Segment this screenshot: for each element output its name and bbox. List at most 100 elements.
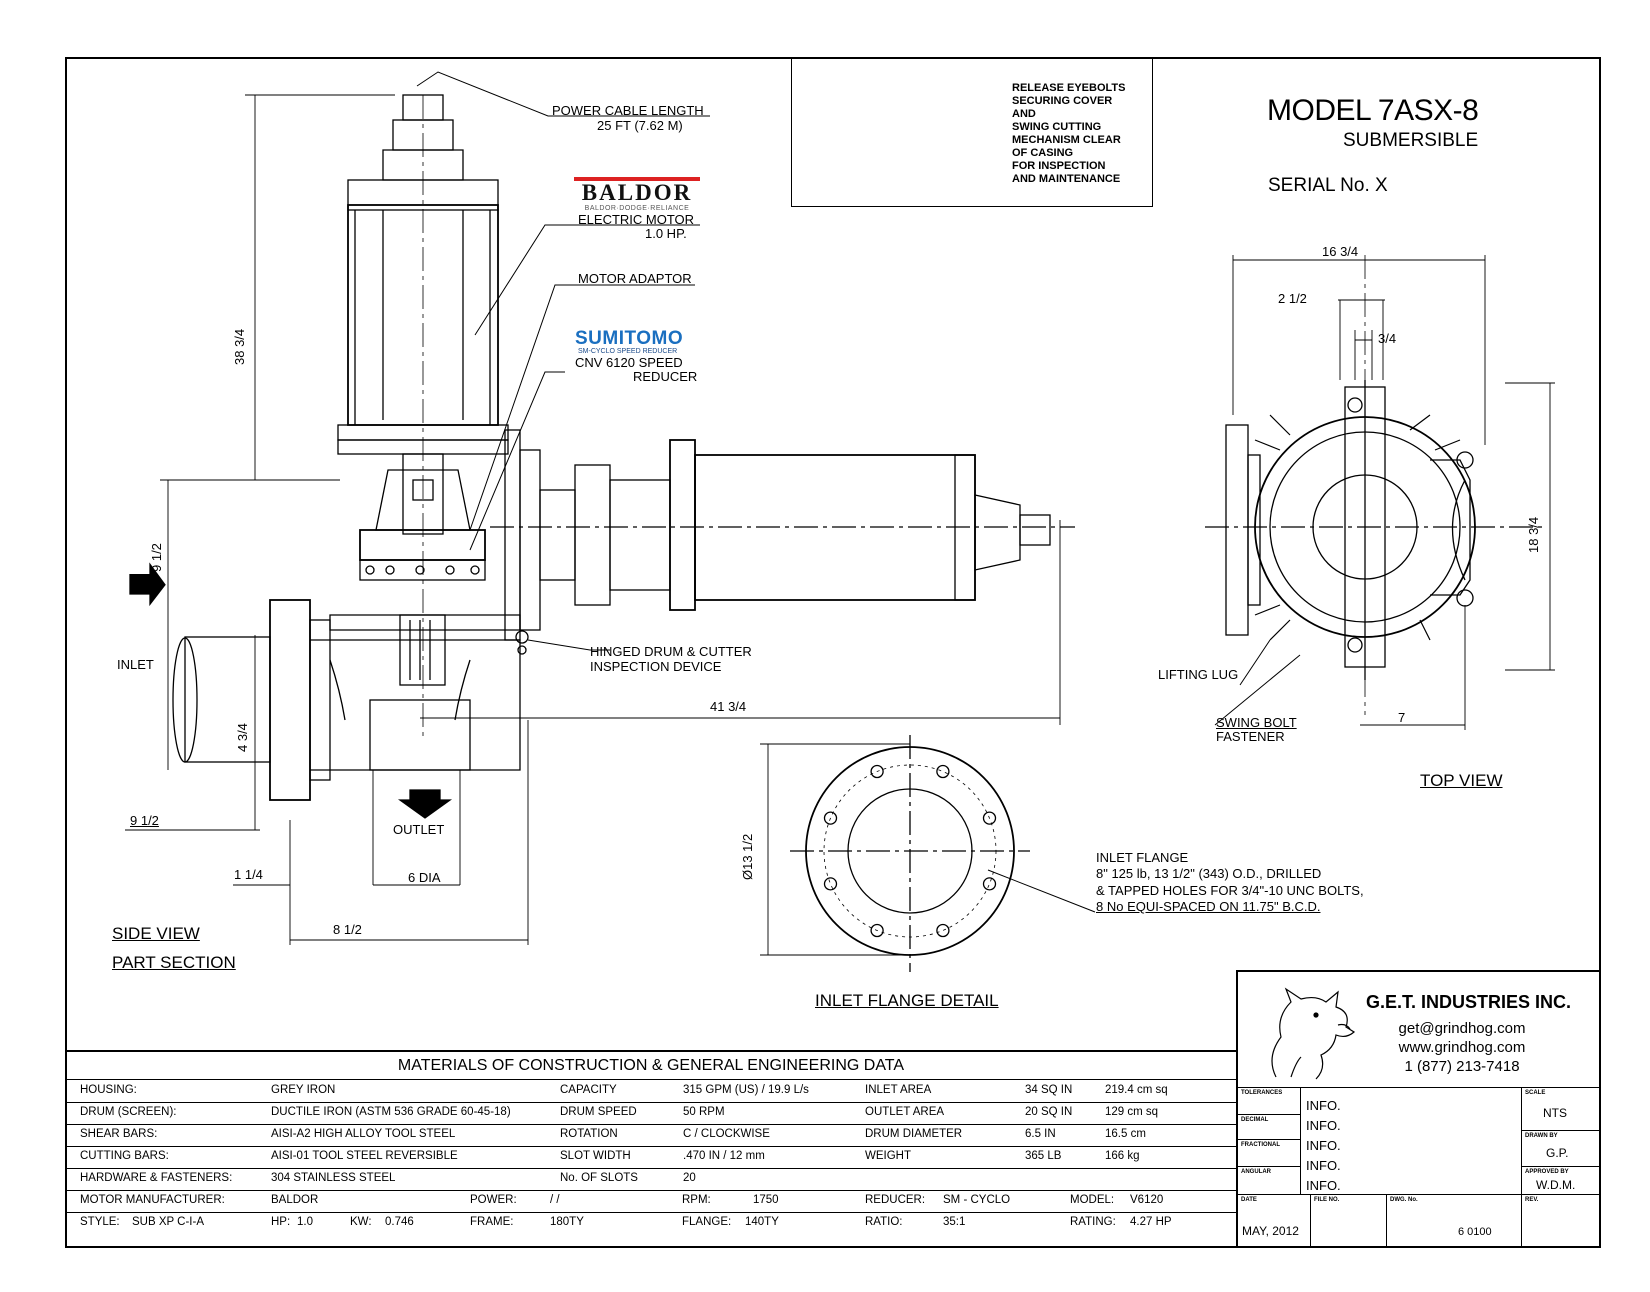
materials-cell: 6.5 IN bbox=[1025, 1128, 1056, 1140]
materials-title: MATERIALS OF CONSTRUCTION & GENERAL ENGI… bbox=[65, 1052, 1237, 1080]
tol-label-2: FRACTIONAL bbox=[1241, 1142, 1280, 1148]
outlet-label: OUTLET bbox=[393, 822, 445, 837]
hinged-drum-label-2: INSPECTION DEVICE bbox=[590, 659, 722, 674]
inspection-callout-box bbox=[791, 58, 1153, 207]
approved-label: APPROVED BY bbox=[1525, 1169, 1569, 1175]
flange-bolt-hole bbox=[936, 923, 950, 938]
part-section-title: PART SECTION bbox=[112, 953, 236, 972]
flange-bolt-hole bbox=[870, 764, 884, 779]
style-cell: STYLE: bbox=[80, 1216, 120, 1228]
motor-cell: POWER: bbox=[470, 1194, 517, 1206]
dim-height-total: 38 3/4 bbox=[232, 328, 247, 365]
materials-cell: HARDWARE & FASTENERS: bbox=[80, 1172, 233, 1184]
dim-height-low: 4 3/4 bbox=[235, 723, 250, 752]
flange-bolt-hole bbox=[823, 811, 838, 825]
model-subtitle: SUBMERSIBLE bbox=[1343, 130, 1479, 151]
motor-cell: MOTOR MANUFACTURER: bbox=[80, 1194, 225, 1206]
materials-cell: .470 IN / 12 mm bbox=[683, 1150, 765, 1162]
dim-top-b: 3/4 bbox=[1378, 331, 1397, 346]
sumitomo-tagline: SM-CYCLO SPEED REDUCER bbox=[578, 348, 678, 355]
materials-cell: INLET AREA bbox=[865, 1084, 932, 1096]
materials-cell: WEIGHT bbox=[865, 1150, 911, 1162]
materials-cell: No. OF SLOTS bbox=[560, 1172, 638, 1184]
dim-top-a: 2 1/2 bbox=[1278, 291, 1307, 306]
materials-cell: DRUM (SCREEN): bbox=[80, 1106, 177, 1118]
style-cell: 35:1 bbox=[943, 1216, 966, 1228]
company-phone: 1 (877) 213-7418 bbox=[1404, 1058, 1520, 1075]
materials-cell: AISI-A2 HIGH ALLOY TOOL STEEL bbox=[271, 1128, 456, 1140]
hinged-drum-label: HINGED DRUM & CUTTER bbox=[590, 644, 752, 659]
hog-logo-icon bbox=[1271, 987, 1356, 1080]
flange-bolt-hole bbox=[823, 877, 838, 891]
flange-bolt-hole bbox=[936, 764, 950, 779]
file-label: FILE NO. bbox=[1314, 1197, 1340, 1203]
fastener-label: FASTENER bbox=[1216, 729, 1285, 744]
materials-cell: CUTTING BARS: bbox=[80, 1150, 169, 1162]
power-cable-length: 25 FT (7.62 M) bbox=[597, 118, 683, 133]
dim-length: 41 3/4 bbox=[710, 699, 747, 714]
motor-cell: BALDOR bbox=[271, 1194, 319, 1206]
baldor-logo: BALDOR BALDOR·DODGE·RELIANCE bbox=[574, 177, 700, 212]
materials-cell: DRUM DIAMETER bbox=[865, 1128, 963, 1140]
materials-cell: 219.4 cm sq bbox=[1105, 1084, 1168, 1096]
tol-label-1: DECIMAL bbox=[1241, 1117, 1269, 1123]
swing-bolt-label: SWING BOLT bbox=[1216, 715, 1297, 730]
side-view-drawing bbox=[129, 94, 1075, 819]
motor-cell: REDUCER: bbox=[865, 1194, 926, 1206]
dim-flange-diameter: ø13 1/2 bbox=[740, 833, 755, 880]
style-cell: FRAME: bbox=[470, 1216, 514, 1228]
top-view-drawing bbox=[1205, 255, 1555, 730]
inlet-flange-drawing bbox=[760, 735, 1030, 972]
materials-cell: GREY IRON bbox=[271, 1084, 336, 1096]
top-view-title: TOP VIEW bbox=[1420, 771, 1503, 790]
dwg-label: DWG. No. bbox=[1390, 1197, 1418, 1203]
style-cell: RATIO: bbox=[865, 1216, 903, 1228]
model-title: MODEL 7ASX-8 bbox=[1267, 94, 1479, 127]
drawn-value: G.P. bbox=[1546, 1146, 1569, 1160]
inspection-note: RELEASE EYEBOLTS SECURING COVER AND SWIN… bbox=[1012, 82, 1126, 185]
flange-note-1: INLET FLANGE bbox=[1096, 850, 1189, 865]
inlet-label: INLET bbox=[117, 657, 154, 672]
sumitomo-logo: SUMITOMO bbox=[575, 328, 684, 349]
motor-cell: V6120 bbox=[1130, 1194, 1164, 1206]
motor-adaptor-label: MOTOR ADAPTOR bbox=[578, 271, 692, 286]
materials-cell: 129 cm sq bbox=[1105, 1106, 1159, 1118]
style-cell: FLANGE: bbox=[682, 1216, 732, 1228]
style-cell: KW: bbox=[350, 1216, 372, 1228]
materials-cell: SLOT WIDTH bbox=[560, 1150, 631, 1162]
electric-motor-label: ELECTRIC MOTOR bbox=[578, 212, 695, 227]
info-0: INFO. bbox=[1306, 1098, 1341, 1113]
motor-cell: MODEL: bbox=[1070, 1194, 1115, 1206]
flange-bolt-hole bbox=[982, 877, 997, 891]
materials-cell: SHEAR BARS: bbox=[80, 1128, 158, 1140]
materials-row: DRUM (SCREEN):DUCTILE IRON (ASTM 536 GRA… bbox=[65, 1102, 1237, 1125]
materials-row: HARDWARE & FASTENERS: 304 STAINLESS STEEL… bbox=[65, 1168, 1237, 1191]
company-name: G.E.T. INDUSTRIES INC. bbox=[1366, 992, 1572, 1012]
dim-top-height: 18 3/4 bbox=[1526, 516, 1541, 553]
date-label: DATE bbox=[1241, 1197, 1257, 1203]
style-cell: SUB XP C-I-A bbox=[132, 1216, 204, 1228]
materials-cell: 304 STAINLESS STEEL bbox=[271, 1172, 396, 1184]
materials-cell: 34 SQ IN bbox=[1025, 1084, 1073, 1096]
tol-label-0: TOLERANCES bbox=[1241, 1090, 1283, 1096]
materials-cell: 365 LB bbox=[1025, 1150, 1062, 1162]
flange-note-3: & TAPPED HOLES FOR 3/4"-10 UNC BOLTS, bbox=[1096, 883, 1364, 898]
info-4: INFO. bbox=[1306, 1178, 1341, 1193]
materials-cell: OUTLET AREA bbox=[865, 1106, 945, 1118]
info-2: INFO. bbox=[1306, 1138, 1341, 1153]
lifting-lug-label: LIFTING LUG bbox=[1158, 667, 1239, 682]
materials-table: MATERIALS OF CONSTRUCTION & GENERAL ENGI… bbox=[65, 1050, 1237, 1228]
flange-bolt-hole bbox=[982, 811, 997, 825]
materials-cell: CAPACITY bbox=[560, 1084, 617, 1096]
materials-cell: 16.5 cm bbox=[1105, 1128, 1146, 1140]
flange-note-4: 8 No EQUI-SPACED ON 11.75" B.C.D. bbox=[1096, 899, 1321, 914]
serial-number: SERIAL No. X bbox=[1268, 175, 1388, 196]
speed-reducer-label: CNV 6120 SPEED bbox=[575, 355, 683, 370]
date-value: MAY, 2012 bbox=[1242, 1224, 1299, 1238]
dim-height-mid: 9 1/2 bbox=[149, 543, 164, 572]
style-cell: 140TY bbox=[745, 1216, 779, 1228]
scale-value: NTS bbox=[1543, 1106, 1567, 1120]
dim-inlet-width: 9 1/2 bbox=[130, 813, 159, 828]
